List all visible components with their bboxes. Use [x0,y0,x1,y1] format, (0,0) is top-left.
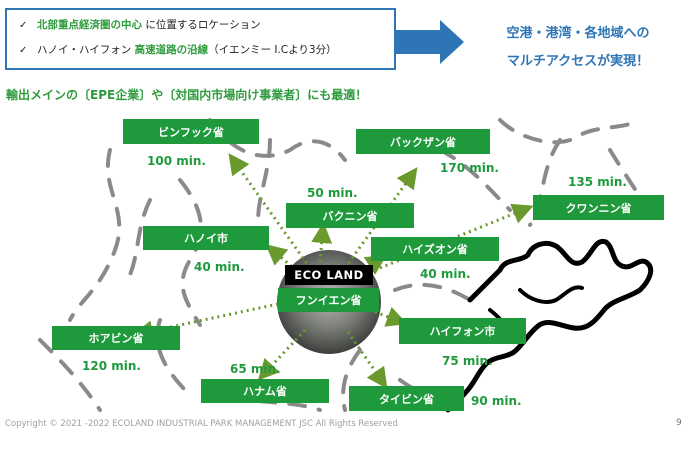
time-quangninh: 135 min. [568,175,627,189]
headline-line-2: マルチアクセスが実現！ [506,54,650,69]
province-label-haiduong: ハイズオン省 [371,237,499,261]
blue-arrow-icon [390,20,464,64]
time-hoabinh: 120 min. [82,359,141,373]
province-label-bacgiang: バックザン省 [356,129,490,154]
province-label-quangninh: クワンニン省 [533,195,664,220]
time-bacgiang: 170 min. [440,161,499,175]
province-label-hanam: ハナム省 [201,379,329,403]
time-haiduong: 40 min. [420,267,471,281]
info-line-2-prefix: ハノイ・ハイフォン [37,44,135,56]
info-line-2-highlight: 高速道路の沿線 [134,44,209,56]
check-icon: ✓ [19,45,28,56]
time-hanam: 65 min. [230,362,281,376]
province-label-vinhphuc: ビンフック省 [123,119,259,144]
info-line-1-rest: に位置するロケーション [142,19,261,31]
province-label-thaibinh: タイビン省 [349,386,464,411]
info-line-1: ✓ 北部重点経済圏の中心 に位置するロケーション [19,17,261,32]
province-borders [38,118,652,412]
headline-line-1: 空港・港湾・各地域への [506,26,650,41]
province-label-hanoi: ハノイ市 [143,226,269,250]
time-thaibinh: 90 min. [471,394,522,408]
page-number: 9 [676,418,682,428]
province-label-hungyen: フンイエン省 [278,288,379,312]
coastline-inlet [518,285,584,304]
time-hanoi: 40 min. [194,260,245,274]
check-icon: ✓ [19,20,28,31]
province-label-haiphong: ハイフォン市 [399,318,526,344]
info-line-1-highlight: 北部重点経済圏の中心 [37,19,142,31]
coastline [445,238,654,413]
copyright-footer: Copyright © 2021 -2022 ECOLAND INDUSTRIA… [5,419,398,429]
info-box: ✓ 北部重点経済圏の中心 に位置するロケーション ✓ ハノイ・ハイフォン 高速道路の… [5,8,396,70]
time-vinhphuc: 100 min. [147,154,206,168]
subtitle: 輸出メインの〔EPE企業〕や〔対国内市場向け事業者〕にも最適！ [6,88,368,102]
province-label-hoabinh: ホアビン省 [52,326,180,350]
time-bacninh: 50 min. [307,186,358,200]
eco-land-label: ECO LAND [285,265,373,285]
info-line-2: ✓ ハノイ・ハイフォン 高速道路の沿線（イエンミー I.Cより3分） [19,42,337,57]
info-line-2-rest: （イエンミー I.Cより3分） [208,44,337,56]
time-haiphong: 75 min. [442,354,493,368]
province-label-bacninh: バクニン省 [286,203,414,228]
